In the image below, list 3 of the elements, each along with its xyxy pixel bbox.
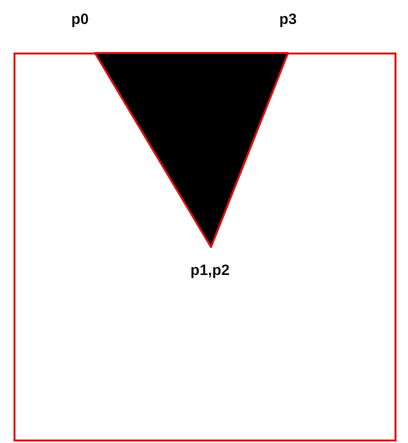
point-label: p3: [279, 11, 297, 28]
point-label: p0: [71, 11, 89, 28]
point-label: p1,p2: [190, 262, 230, 279]
